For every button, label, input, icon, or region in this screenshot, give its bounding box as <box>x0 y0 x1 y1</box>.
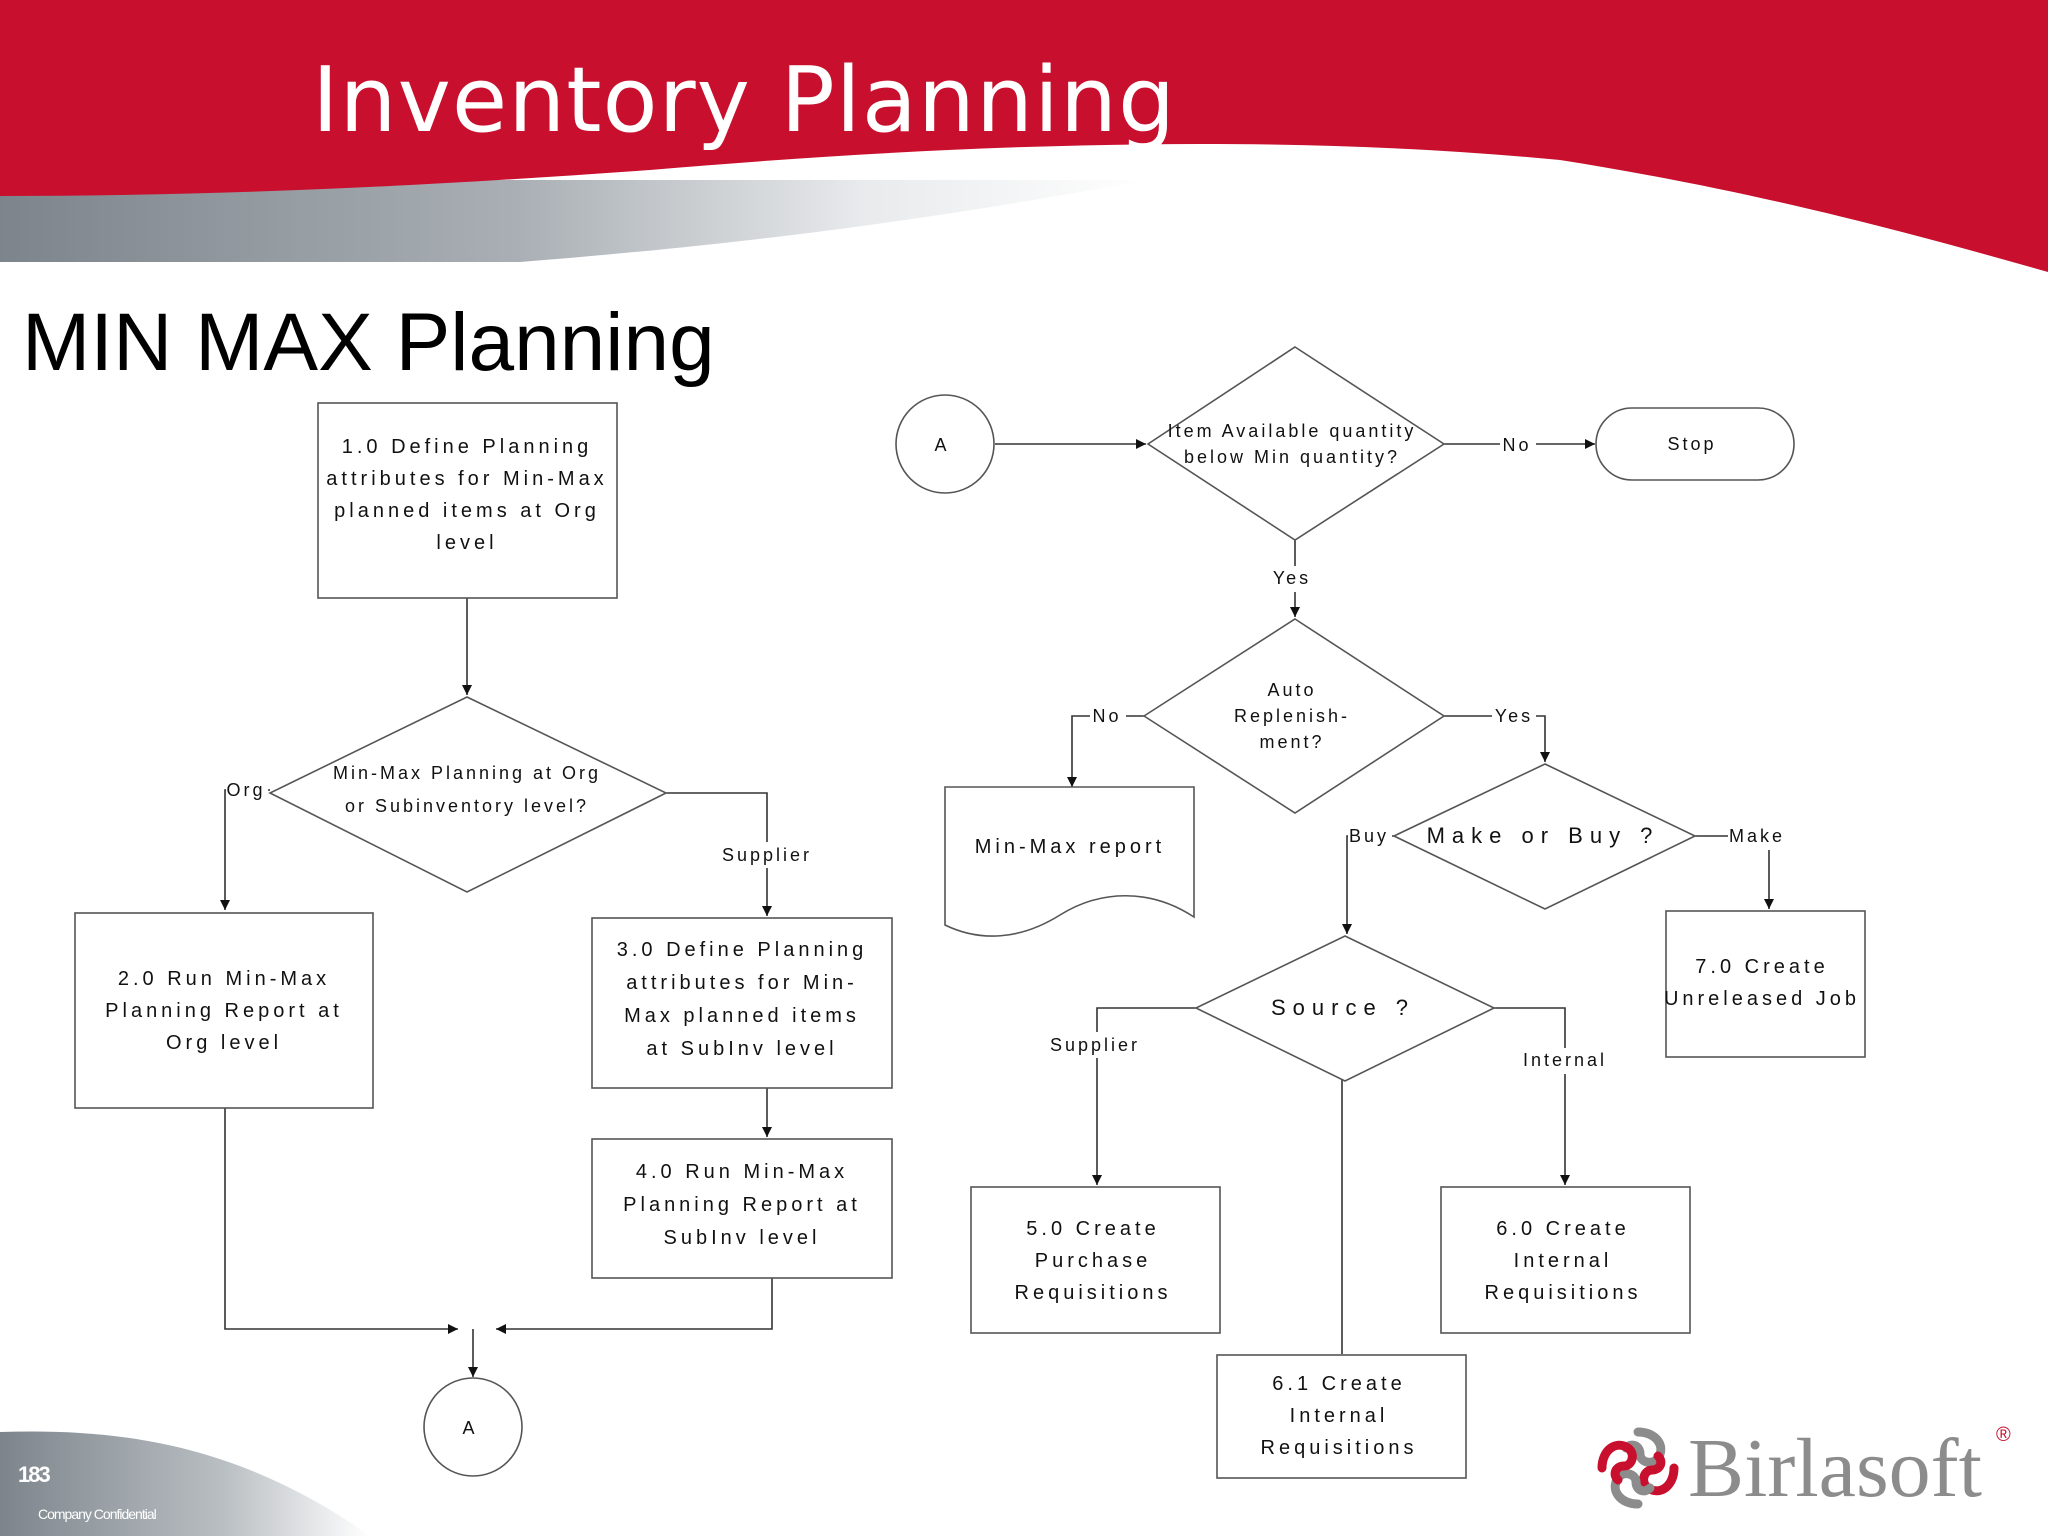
step-2-0-line: 2.0 Run Min-Max <box>118 968 330 990</box>
label-supplier-source: Supplier <box>1050 1035 1140 1055</box>
label-buy: Buy <box>1349 826 1389 846</box>
slide-title: Inventory Planning <box>312 48 1177 153</box>
birlasoft-logo: Birlasoft ® <box>1596 1418 2016 1518</box>
step-3-0-line: at SubInv level <box>646 1038 837 1060</box>
step-7-0-box <box>1665 910 1866 1058</box>
label-yes-make-buy: Yes <box>1495 706 1533 726</box>
step-3-0-line: attributes for Min- <box>626 972 858 994</box>
step-6-0-line: Requisitions <box>1485 1282 1642 1304</box>
step-3-0-line: Max planned items <box>624 1005 860 1027</box>
step-3-0-text: 3.0 Define Planning attributes for Min- … <box>617 939 868 1060</box>
step-2-0-text: 2.0 Run Min-Max Planning Report at Org l… <box>105 968 343 1054</box>
decision-line: Replenish- <box>1234 706 1350 726</box>
decision-planning-level-text: Min-Max Planning at Org or Subinventory … <box>333 763 601 816</box>
step-5-0-line: Purchase <box>1035 1250 1152 1272</box>
label-no-stop: No <box>1502 435 1531 455</box>
step-4-0-box <box>591 1138 893 1279</box>
step-4-0-text: 4.0 Run Min-Max Planning Report at SubIn… <box>623 1161 861 1249</box>
decision-auto-text: Auto Replenish- ment? <box>1234 680 1350 752</box>
decision-line: ment? <box>1259 732 1324 752</box>
step-3-0-box <box>591 917 893 1089</box>
decision-line: below Min quantity? <box>1184 447 1400 467</box>
decision-available-text: Item Available quantity below Min quanti… <box>1168 421 1417 467</box>
section-title: MIN MAX Planning <box>22 297 715 388</box>
decision-make-or-buy-label: Make or Buy ? <box>1427 823 1660 848</box>
decision-auto-replenishment <box>1142 618 1446 814</box>
decision-planning-level <box>268 696 668 893</box>
connector-a-bottom <box>423 1377 523 1477</box>
step-6-0-line: Internal <box>1514 1250 1613 1272</box>
confidential-note: Company Confidential <box>38 1506 157 1522</box>
step-5-0-line: 5.0 Create <box>1026 1218 1159 1240</box>
step-6-1-line: 6.1 Create <box>1272 1373 1405 1395</box>
step-4-0-line: 4.0 Run Min-Max <box>636 1161 848 1183</box>
step-1-0-line: attributes for Min-Max <box>326 468 607 490</box>
step-6-0-line: 6.0 Create <box>1496 1218 1629 1240</box>
step-3-0-line: 3.0 Define Planning <box>617 939 868 961</box>
banner-red-band <box>0 0 2048 272</box>
connector-a-top-label: A <box>934 435 949 455</box>
footer-gray-band <box>0 1431 370 1536</box>
decision-available-quantity <box>1146 346 1446 541</box>
connector-a-top <box>895 394 995 494</box>
step-6-1-line: Internal <box>1290 1405 1389 1427</box>
step-5-0-line: Requisitions <box>1015 1282 1172 1304</box>
step-6-1-box <box>1216 1354 1467 1479</box>
decision-line: Min-Max Planning at Org <box>333 763 601 783</box>
step-5-0-box <box>970 1186 1221 1334</box>
min-max-report-label: Min-Max report <box>975 836 1165 858</box>
step-1-0-line: 1.0 Define Planning <box>342 436 593 458</box>
branch-labels: Org Supplier No Yes No Yes Buy Make Supp… <box>226 432 1786 1074</box>
label-no-report: No <box>1092 706 1121 726</box>
header-banner <box>0 0 2048 272</box>
step-2-0-line: Planning Report at <box>105 1000 343 1022</box>
decision-make-or-buy <box>1392 763 1697 910</box>
step-6-0-text: 6.0 Create Internal Requisitions <box>1485 1218 1642 1304</box>
brand-name: Birlasoft <box>1688 1422 1982 1515</box>
stop-label: Stop <box>1667 434 1716 454</box>
decision-line: or Subinventory level? <box>345 796 589 816</box>
min-max-report-document <box>944 786 1195 937</box>
label-make: Make <box>1729 826 1785 846</box>
label-yes-auto: Yes <box>1273 568 1311 588</box>
step-4-0-line: SubInv level <box>664 1227 821 1249</box>
step-7-0-text: 7.0 Create Unreleased Job <box>1664 956 1860 1010</box>
step-1-0-line: planned items at Org <box>334 500 600 522</box>
decision-line: Auto <box>1267 680 1316 700</box>
step-7-0-line: Unreleased Job <box>1664 988 1860 1010</box>
decision-source-label: Source ? <box>1271 995 1415 1020</box>
step-2-0-box <box>74 912 374 1109</box>
step-1-0-text: 1.0 Define Planning attributes for Min-M… <box>326 436 607 554</box>
step-2-0-line: Org level <box>166 1032 282 1054</box>
step-6-0-box <box>1440 1186 1691 1334</box>
birlasoft-swirl-icon <box>1597 1427 1679 1509</box>
label-internal: Internal <box>1523 1050 1607 1070</box>
step-7-0-line: 7.0 Create <box>1695 956 1828 978</box>
label-supplier-left: Supplier <box>722 845 812 865</box>
banner-gray-swoosh <box>0 180 1150 262</box>
step-1-0-box <box>317 402 618 599</box>
page-number: 183 <box>18 1462 51 1487</box>
connectors-left <box>220 598 773 1377</box>
step-6-1-line: Requisitions <box>1261 1437 1418 1459</box>
step-4-0-line: Planning Report at <box>623 1194 861 1216</box>
decision-source <box>1194 935 1496 1082</box>
registered-mark: ® <box>1996 1424 2011 1446</box>
label-org: Org <box>226 780 265 800</box>
step-5-0-text: 5.0 Create Purchase Requisitions <box>1015 1218 1172 1304</box>
step-1-0-line: level <box>436 532 497 554</box>
stop-terminator <box>1595 407 1795 481</box>
step-6-1-text: 6.1 Create Internal Requisitions <box>1261 1373 1418 1459</box>
decision-line: Item Available quantity <box>1168 421 1417 441</box>
connector-a-bottom-label: A <box>462 1418 477 1438</box>
